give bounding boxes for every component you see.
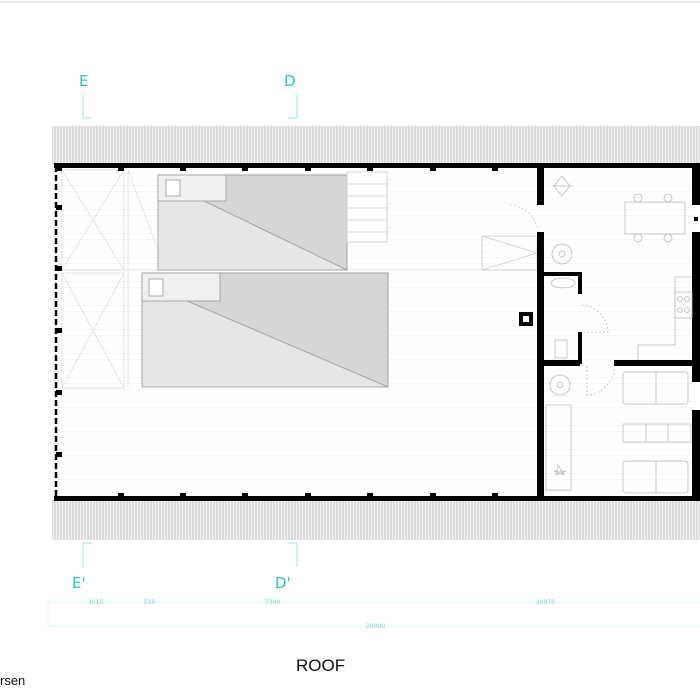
plant-2 bbox=[553, 463, 567, 476]
dimension-lines bbox=[47, 601, 700, 627]
dimension-1: 3015 bbox=[88, 599, 103, 606]
cooktop bbox=[674, 291, 693, 319]
stairs bbox=[346, 171, 388, 243]
section-marker-d: D bbox=[284, 72, 296, 90]
dining-table bbox=[624, 201, 686, 235]
roof-edge-top bbox=[52, 126, 700, 165]
sink bbox=[550, 277, 576, 289]
sofa-2 bbox=[622, 460, 689, 494]
bench bbox=[622, 423, 692, 443]
dimension-2: 515 bbox=[144, 599, 156, 606]
dimension-total: 20900 bbox=[366, 623, 385, 630]
sofa-1 bbox=[622, 371, 689, 405]
car-1 bbox=[157, 174, 348, 271]
dimension-3: 7300 bbox=[265, 599, 280, 606]
plant bbox=[552, 175, 572, 197]
toilet bbox=[554, 339, 568, 359]
roof-edge-bottom bbox=[52, 500, 700, 540]
car-2 bbox=[141, 272, 389, 388]
section-marker-e: E bbox=[79, 72, 88, 90]
cabinet bbox=[545, 404, 572, 491]
author-credit: rsen bbox=[0, 673, 26, 688]
section-marker-d-prime: D' bbox=[275, 574, 291, 592]
plan-title: ROOF bbox=[296, 656, 346, 675]
columns bbox=[56, 166, 698, 498]
section-marker-e-prime: E' bbox=[72, 574, 86, 592]
section-lines bbox=[82, 94, 298, 567]
dimension-4: 10070 bbox=[536, 599, 555, 606]
furniture bbox=[545, 175, 693, 494]
